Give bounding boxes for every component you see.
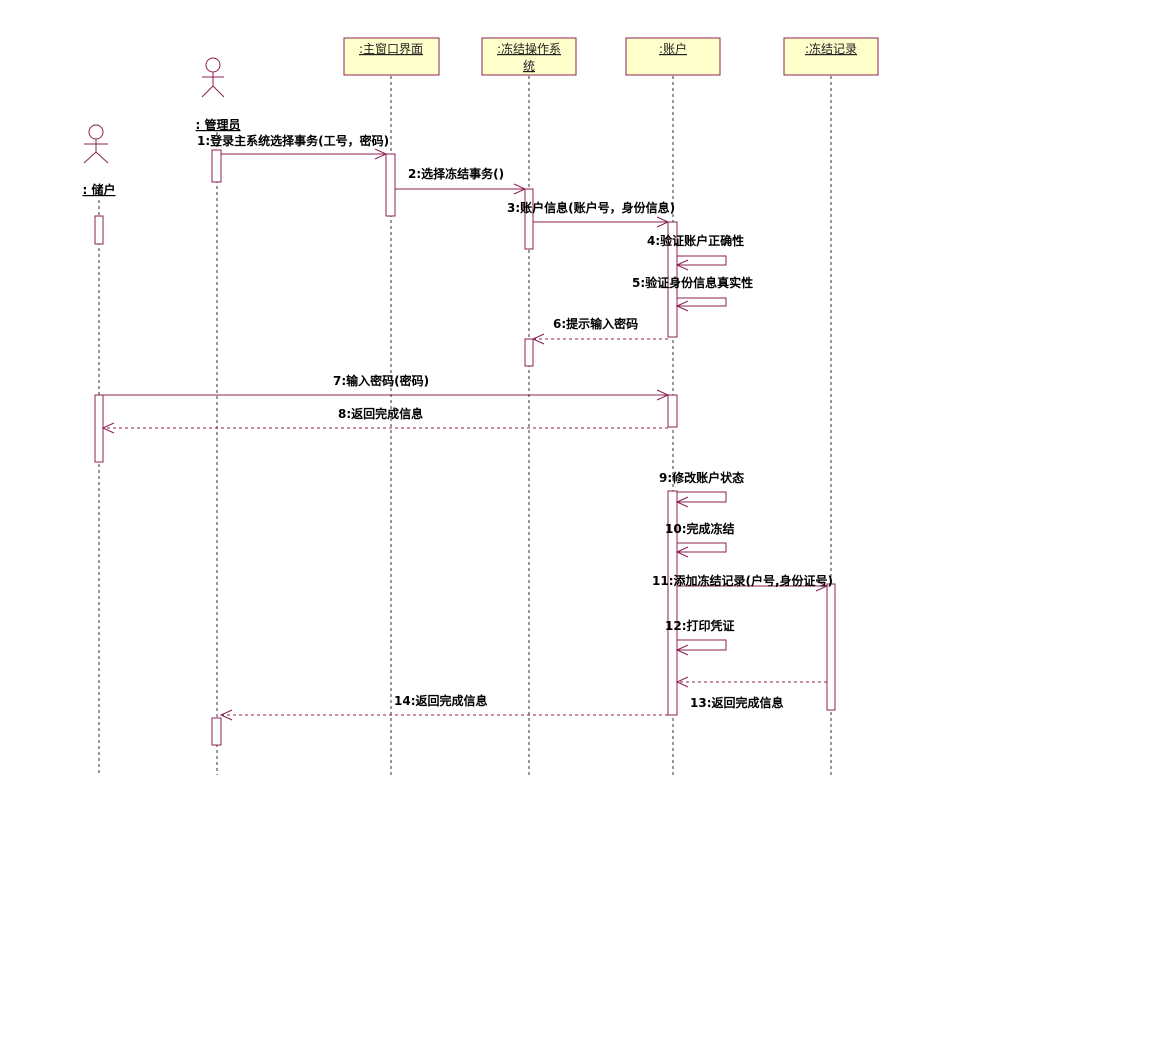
message-1-label: 1:登录主系统选择事务(工号，密码): [197, 133, 389, 148]
activation-mainwin: [385, 153, 396, 217]
object-freezesys-label: :冻结操作系: [497, 41, 561, 56]
message-11-label: 11:添加冻结记录(户号,身份证号): [652, 573, 833, 588]
message-3-arrow: [533, 216, 670, 228]
message-10-label: 10:完成冻结: [665, 521, 735, 536]
message-8-arrow: [101, 422, 668, 434]
message-13-label: 13:返回完成信息: [690, 695, 784, 710]
message-9-label: 9:修改账户状态: [659, 470, 744, 485]
message-7-label: 7:输入密码(密码): [333, 373, 429, 388]
object-mainwin: :主窗口界面: [343, 37, 440, 76]
message-3-label: 3:账户信息(账户号，身份信息): [507, 200, 675, 215]
activation-freezesys-2: [524, 338, 534, 367]
message-11-arrow: [677, 580, 829, 592]
activation-freezerec: [826, 583, 836, 711]
activation-account-2: [667, 394, 678, 428]
object-mainwin-label: :主窗口界面: [359, 42, 423, 56]
message-12-label: 12:打印凭证: [665, 618, 735, 633]
message-12-self-arrow: [675, 639, 727, 656]
actor-customer-icon: [83, 124, 109, 164]
message-9-self-arrow: [675, 491, 727, 508]
message-14-arrow: [219, 709, 668, 721]
actor-customer-name: : 储户: [83, 182, 116, 197]
message-13-arrow: [675, 676, 827, 688]
activation-account-3: [667, 490, 678, 716]
actor-admin-icon: [201, 57, 225, 98]
message-2-label: 2:选择冻结事务(): [408, 166, 504, 181]
activation-admin-1: [211, 149, 222, 183]
object-freezerec: :冻结记录: [783, 37, 879, 76]
message-5-self-arrow: [675, 297, 727, 312]
message-8-label: 8:返回完成信息: [338, 406, 423, 421]
message-7-arrow: [103, 389, 670, 401]
message-1-arrow: [221, 148, 388, 160]
activation-customer-1: [94, 215, 104, 245]
activation-customer-2: [94, 394, 104, 463]
message-6-arrow: [531, 333, 668, 345]
object-freezesys-label-line2: 统: [523, 59, 535, 73]
message-2-arrow: [395, 183, 527, 195]
message-14-label: 14:返回完成信息: [394, 693, 488, 708]
object-freezesys: :冻结操作系 统: [481, 37, 577, 76]
message-10-self-arrow: [675, 542, 727, 558]
object-freezerec-label: :冻结记录: [805, 41, 857, 56]
message-4-self-arrow: [675, 255, 727, 271]
message-5-label: 5:验证身份信息真实性: [632, 275, 753, 290]
activation-account-1: [667, 221, 678, 338]
object-account: :账户: [625, 37, 721, 76]
actor-admin-name: : 管理员: [196, 117, 241, 132]
message-4-label: 4:验证账户正确性: [647, 233, 744, 248]
activation-admin-2: [211, 717, 222, 746]
activation-freezesys-1: [524, 188, 534, 250]
message-6-label: 6:提示输入密码: [553, 316, 638, 331]
object-account-label: :账户: [659, 41, 687, 56]
